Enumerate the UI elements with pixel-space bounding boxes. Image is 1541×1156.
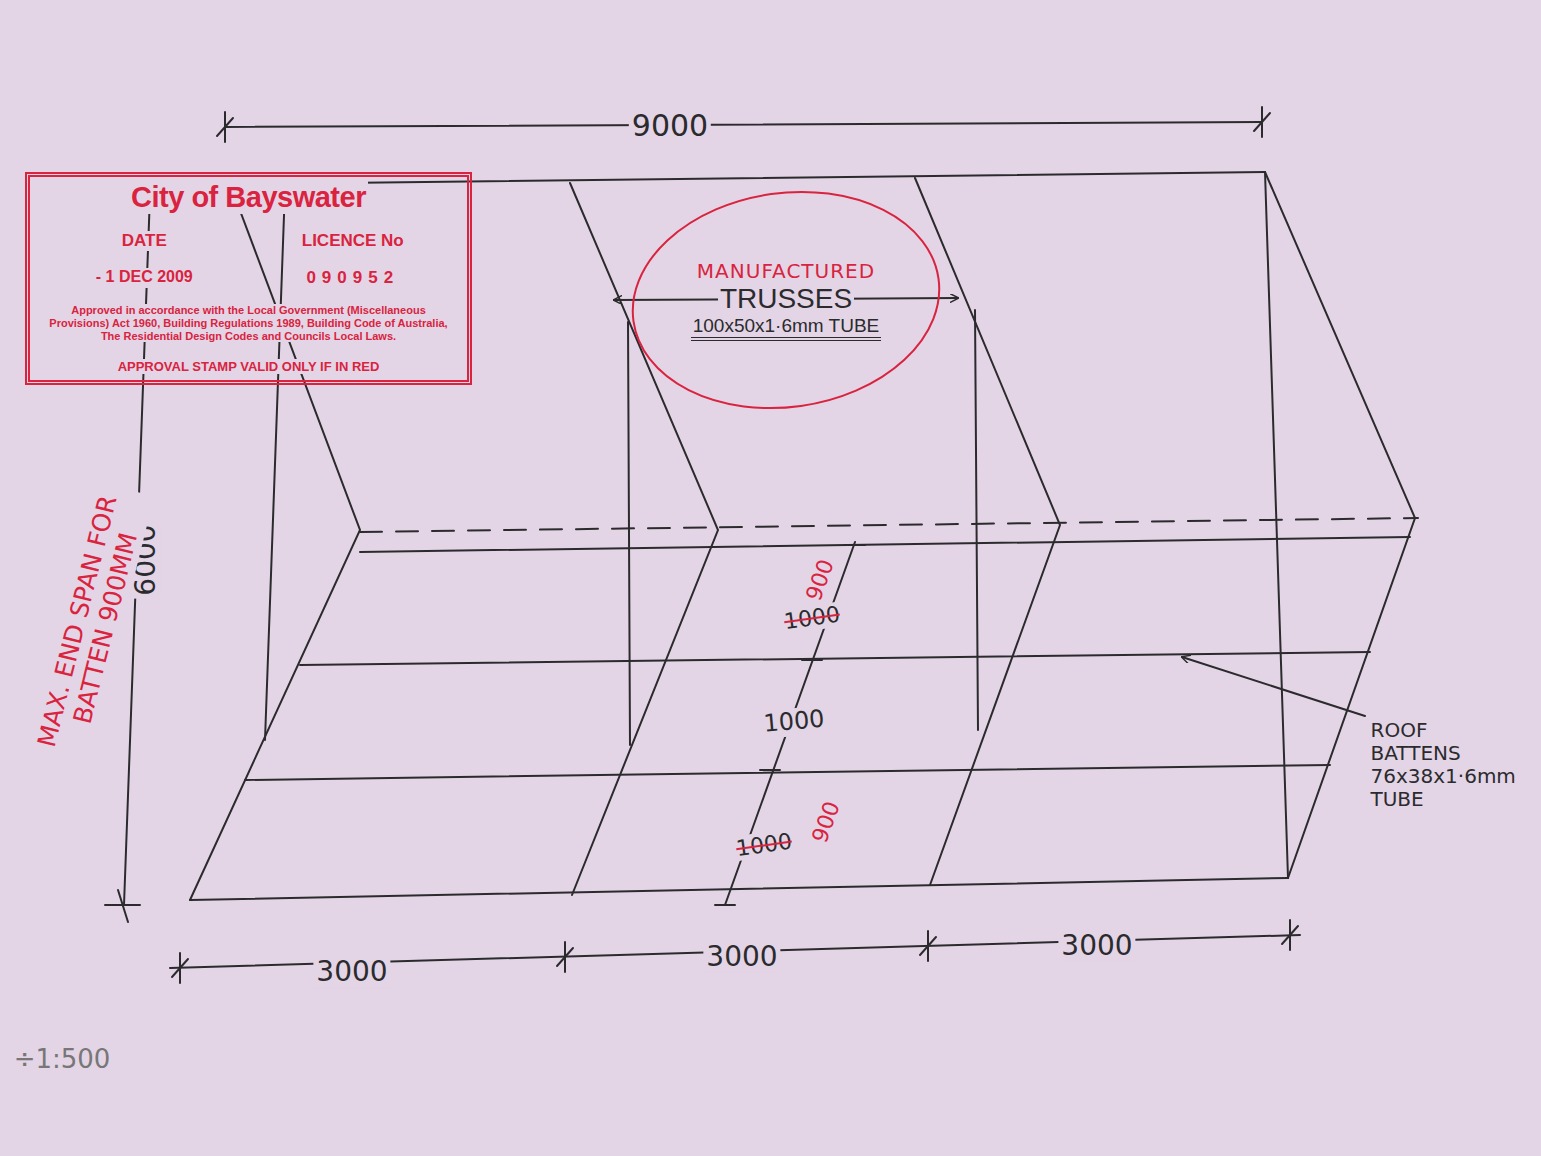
post-line [975,310,978,730]
dimension-tick [760,769,780,771]
dimension-value: 1000 [780,601,845,635]
approval-date: - 1 DEC 2009 [94,268,195,288]
truss-profile [915,178,1060,885]
dimension-value: 1000 [732,828,797,862]
batten-line [300,652,1370,665]
dimension-tick [1282,926,1298,944]
post-line [1265,172,1288,878]
callout-note: MANUFACTURED [695,259,877,283]
dimension-value: 1000 [759,705,828,738]
callout-title: TRUSSES [718,283,854,315]
truss-profile [190,184,360,900]
dimension-tick [118,890,128,922]
dimension-tick [802,659,822,661]
dimension-value: 3000 [313,956,390,988]
dimension-value: 3000 [1058,930,1135,962]
frame-lines [105,107,1418,983]
callout-ellipse [619,173,954,428]
roof-edge [190,878,1288,900]
post-line [628,322,630,745]
batten-line [245,765,1330,780]
batten-line [360,537,1410,552]
design-note: MAX. END SPAN FOR BATTEN 900MM [30,482,154,768]
truss-callout: MANUFACTUREDTRUSSES100x50x1·6mm TUBE [630,191,942,409]
dimension-tick [845,544,865,546]
ridge-line [360,518,1418,532]
member-size: 100x50x1·6mm TUBE [691,315,882,341]
approval-note: Approved in accordance with the Local Go… [40,304,457,342]
dimension-value: 3000 [703,941,780,973]
dimension-tick [715,904,735,906]
dimension-tick [172,959,188,977]
dimension-tick [920,937,936,955]
field-heading: DATE [120,231,169,251]
approval-stamp: City of BayswaterDATE LICENCE No - 1 DEC 2… [25,172,472,385]
dimension-tick [217,118,233,136]
dimension-line [725,542,855,905]
truss-profile [570,183,718,895]
council-name: City of Bayswater [129,181,368,214]
field-heading: LICENCE No [300,231,406,251]
dimension-value: 900 [806,795,846,849]
post-line [265,188,285,740]
dimension-tick [557,948,573,966]
part-callout: ROOF BATTENS 76x38x1·6mm TUBE [1368,719,1513,811]
validity-note: APPROVAL STAMP VALID ONLY IF IN RED [116,359,382,374]
scale-note: ÷1:500 [11,1045,114,1075]
dimension-value: 9000 [629,109,711,144]
dimension-line [225,122,1262,127]
dimension-tick [1254,113,1270,131]
licence-number: 090952 [304,268,401,288]
dimension-value: 900 [800,553,840,607]
leader-arrow [1182,657,1365,716]
